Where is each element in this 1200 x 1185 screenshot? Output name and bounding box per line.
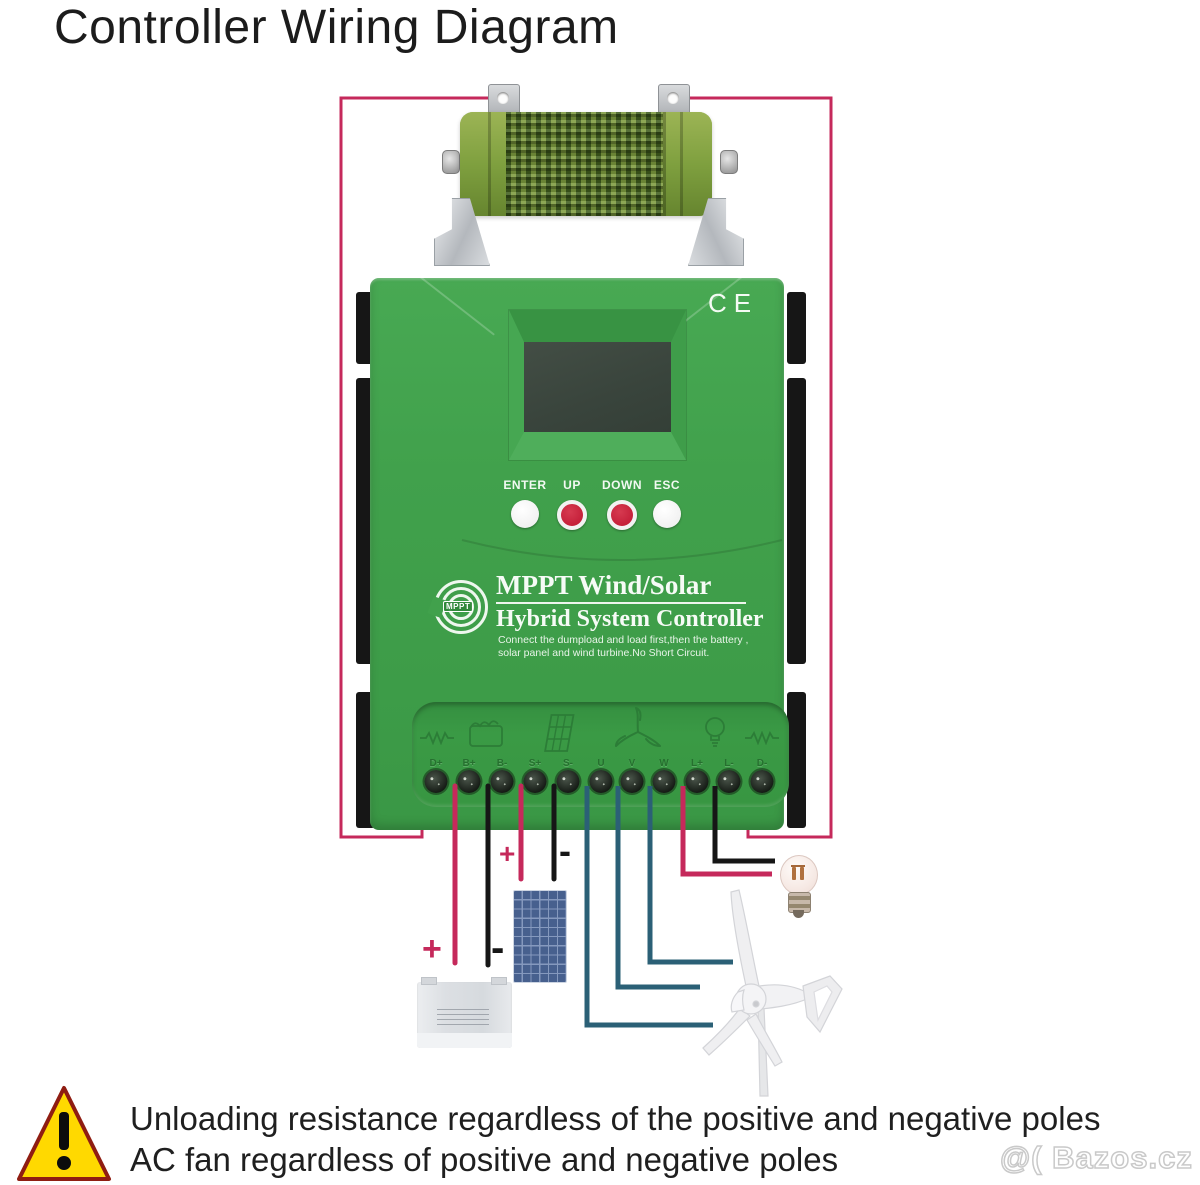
terminal-label: B+	[462, 758, 476, 769]
solar-panel-icon	[538, 712, 578, 754]
terminal-screw[interactable]	[490, 770, 514, 793]
battery-base	[417, 1033, 512, 1048]
cap-ridge	[488, 112, 491, 216]
terminal-label: S-	[563, 758, 573, 769]
up-button[interactable]	[557, 500, 587, 530]
bulb-filament	[792, 867, 796, 880]
ce-mark: CE	[708, 288, 759, 318]
cap-ridge	[680, 112, 683, 216]
down-button[interactable]	[607, 500, 637, 530]
logo-text: MPPT	[443, 601, 474, 612]
warning-triangle-icon	[17, 1086, 111, 1181]
heatsink-rail-right	[787, 378, 806, 664]
controller-faceplate: CE ENTER UP DOWN ESC MPPT MPPT Wind/Sola…	[370, 266, 789, 830]
resistor-coil	[506, 112, 666, 216]
solar-panel	[513, 890, 567, 983]
wire-wind-v	[615, 786, 700, 990]
terminal-screw[interactable]	[685, 770, 709, 793]
dump-load-resistor-icon	[419, 731, 455, 745]
tab-hole	[667, 92, 679, 104]
terminal-screw[interactable]	[717, 770, 741, 793]
faceplate-seam	[461, 539, 783, 561]
warning-line1: Unloading resistance regardless of the p…	[130, 1100, 1101, 1137]
wind-turbine	[702, 889, 843, 1097]
esc-button[interactable]	[653, 500, 681, 528]
battery-plus-sign: +	[422, 930, 442, 968]
bulb-filament	[800, 867, 804, 880]
turbine-tail-cutout	[813, 985, 833, 1022]
note-line1: Connect the dumpload and load first,then…	[498, 634, 749, 646]
turbine-blade-left	[702, 1007, 751, 1056]
wire-load-positive	[680, 786, 772, 877]
terminal-screw[interactable]	[523, 770, 547, 793]
terminal-label: D+	[429, 758, 443, 769]
terminal-label: L+	[691, 758, 703, 769]
wire-wind-w	[647, 786, 733, 965]
bulb-filament	[791, 865, 805, 867]
terminal-screw[interactable]	[652, 770, 676, 793]
lcd-screen	[509, 310, 686, 460]
turbine-blade-up	[730, 889, 760, 987]
terminal-screw[interactable]	[620, 770, 644, 793]
note-line2: solar panel and wind turbine.No Short Ci…	[498, 647, 710, 659]
battery	[417, 977, 512, 1048]
terminal-label: B-	[496, 758, 508, 769]
page-title: Controller Wiring Diagram	[54, 1, 619, 54]
resistor-end-bolt-left	[442, 150, 460, 174]
button-label-esc: ESC	[653, 478, 681, 492]
terminal-label: V	[628, 758, 636, 769]
resistor-end-bolt-right	[720, 150, 738, 174]
light-bulb	[778, 853, 818, 919]
dump-load-resistor-icon	[744, 731, 780, 745]
battery-minus-sign: -	[491, 926, 505, 970]
tab-hole	[497, 92, 509, 104]
terminal-label: S+	[528, 758, 542, 769]
solar-minus-sign: -	[559, 830, 571, 871]
terminal-screw[interactable]	[750, 770, 774, 793]
battery-terminal	[421, 977, 437, 985]
brand-line2: Hybrid System Controller	[496, 606, 764, 632]
button-label-up: UP	[563, 478, 581, 492]
brand-rule	[496, 602, 746, 604]
mppt-logo: MPPT	[427, 580, 488, 634]
turbine-hub-detail	[752, 1000, 760, 1008]
hybrid-controller: CE ENTER UP DOWN ESC MPPT MPPT Wind/Sola…	[356, 266, 806, 830]
wire-wind-u	[584, 786, 713, 1028]
button-label-enter: ENTER	[503, 478, 547, 492]
terminal-block: D+ B+ B- S+ S- U V W L+ L- D-	[412, 702, 789, 807]
watermark: @( Bazos.cz	[999, 1139, 1193, 1176]
terminal-screw[interactable]	[424, 770, 448, 793]
bulb-tip	[793, 910, 804, 918]
resistor-cap-right	[663, 112, 712, 216]
terminal-label: U	[597, 758, 605, 769]
terminal-label: L-	[724, 758, 734, 769]
terminal-label: D-	[756, 758, 768, 769]
enter-button[interactable]	[511, 500, 539, 528]
terminal-screw[interactable]	[589, 770, 613, 793]
heatsink-rail-right	[787, 692, 806, 828]
lamp-icon	[702, 716, 728, 752]
terminal-screw[interactable]	[556, 770, 580, 793]
terminal-screw[interactable]	[457, 770, 481, 793]
brand-line1: MPPT Wind/Solar	[496, 570, 712, 600]
solar-plus-sign: +	[499, 838, 516, 869]
button-label-down: DOWN	[602, 478, 642, 492]
heatsink-rail-right	[787, 292, 806, 364]
wire-load-negative	[712, 786, 775, 864]
terminal-label: W	[659, 758, 669, 769]
wind-turbine-icon	[612, 706, 664, 758]
warning-line2: AC fan regardless of positive and negati…	[130, 1141, 839, 1178]
turbine-nose	[730, 989, 745, 1013]
dump-load-resistor	[434, 84, 740, 266]
turbine-blade-right	[746, 1013, 783, 1067]
battery-icon	[467, 716, 505, 750]
battery-terminal	[491, 977, 507, 985]
battery-label-text	[437, 1006, 489, 1025]
resistor-body	[460, 112, 712, 216]
